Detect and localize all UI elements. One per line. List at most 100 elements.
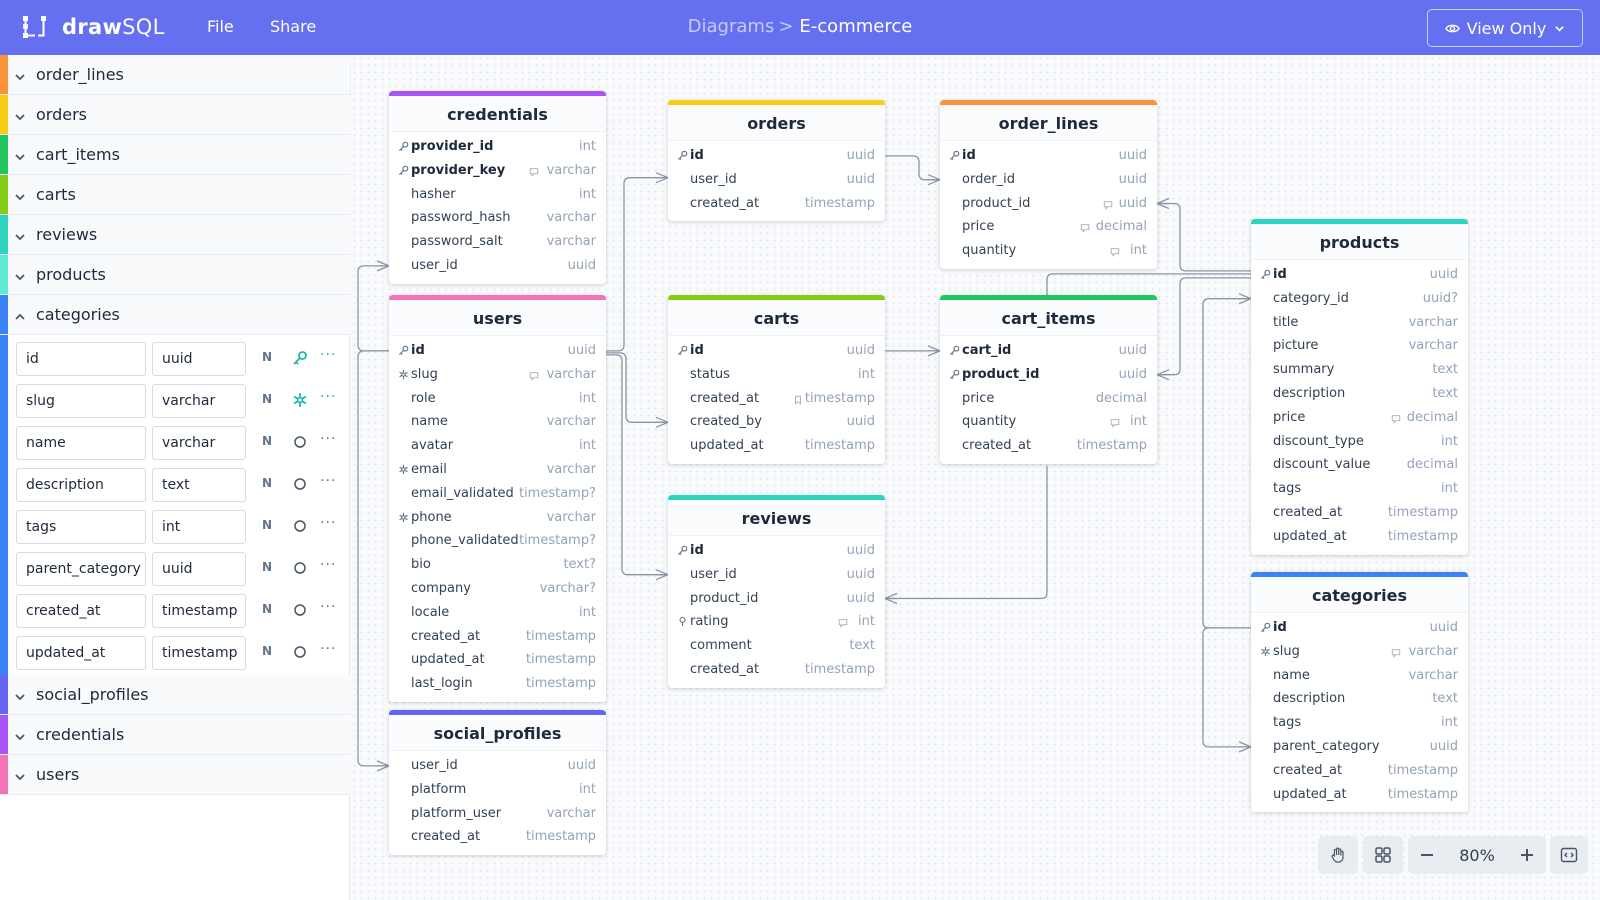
field-more-button[interactable]: ··· <box>320 557 337 573</box>
sidebar-table-social_profiles[interactable]: social_profiles <box>0 675 350 715</box>
nullable-toggle[interactable]: N <box>262 392 273 406</box>
key-icon[interactable] <box>292 350 308 366</box>
column-name: password_salt <box>411 234 503 250</box>
table-title: reviews <box>668 500 885 536</box>
pan-tool-button[interactable] <box>1318 836 1358 874</box>
sidebar-table-orders[interactable]: orders <box>0 95 350 135</box>
column-type: decimal <box>1095 219 1147 235</box>
nullable-toggle[interactable]: N <box>262 434 273 448</box>
field-more-button[interactable]: ··· <box>320 431 337 447</box>
unique-icon[interactable] <box>292 392 308 408</box>
relation-orders-orderlines <box>885 155 940 181</box>
field-type-input[interactable]: int <box>152 510 246 544</box>
sidebar-table-reviews[interactable]: reviews <box>0 215 350 255</box>
sidebar-table-cart_items[interactable]: cart_items <box>0 135 350 175</box>
column-type: timestamp? <box>518 485 596 501</box>
field-type-input[interactable]: text <box>152 468 246 502</box>
nullable-toggle[interactable]: N <box>262 476 273 490</box>
sidebar-table-products[interactable]: products <box>0 255 350 295</box>
view-only-dropdown[interactable]: View Only <box>1427 9 1583 47</box>
column-type: uuid <box>1429 620 1458 635</box>
zoom-in-button[interactable] <box>1508 836 1546 874</box>
chevron-down-icon <box>14 688 26 707</box>
sidebar-table-name: cart_items <box>36 145 120 164</box>
table-title: orders <box>668 105 885 141</box>
field-type-input[interactable]: timestamp <box>152 636 246 670</box>
zoom-controls: 80% <box>1408 836 1546 874</box>
nullable-toggle[interactable]: N <box>262 518 273 532</box>
sidebar-table-users[interactable]: users <box>0 755 350 795</box>
table-color-bar <box>1251 219 1468 224</box>
field-more-button[interactable]: ··· <box>320 473 337 489</box>
circle-icon[interactable] <box>292 434 308 450</box>
sidebar-table-categories[interactable]: categories <box>0 295 350 335</box>
nullable-toggle[interactable]: N <box>262 560 273 574</box>
nullable-toggle[interactable]: N <box>262 644 273 658</box>
circle-icon[interactable] <box>292 518 308 534</box>
field-name-input[interactable]: updated_at <box>16 636 146 670</box>
field-name-input[interactable]: created_at <box>16 594 146 628</box>
sidebar-table-name: products <box>36 265 106 284</box>
menu-file[interactable]: File <box>207 17 234 36</box>
field-name-input[interactable]: description <box>16 468 146 502</box>
sidebar-table-carts[interactable]: carts <box>0 175 350 215</box>
circle-icon[interactable] <box>292 560 308 576</box>
field-type-input[interactable]: uuid <box>152 552 246 586</box>
field-name-input[interactable]: slug <box>16 384 146 418</box>
field-name-input[interactable]: tags <box>16 510 146 544</box>
circle-icon[interactable] <box>292 476 308 492</box>
field-more-button[interactable]: ··· <box>320 515 337 531</box>
menu-share[interactable]: Share <box>270 17 317 36</box>
zoom-level[interactable]: 80% <box>1459 845 1495 865</box>
column-name: company <box>411 580 471 596</box>
sidebar-table-name: order_lines <box>36 65 124 84</box>
column-type: uuid <box>1429 738 1458 754</box>
arrange-button[interactable] <box>1363 836 1403 874</box>
field-type-input[interactable]: uuid <box>152 342 246 376</box>
zoom-out-button[interactable] <box>1408 836 1446 874</box>
sidebar-table-credentials[interactable]: credentials <box>0 715 350 755</box>
app-logo[interactable]: drawSQL <box>22 14 165 40</box>
field-more-button[interactable]: ··· <box>320 641 337 657</box>
field-name-input[interactable]: id <box>16 342 146 376</box>
field-name-input[interactable]: name <box>16 426 146 460</box>
embed-button[interactable] <box>1550 836 1588 874</box>
key-icon <box>1260 622 1271 633</box>
sidebar-table-name: credentials <box>36 725 125 744</box>
field-more-button[interactable]: ··· <box>320 389 337 405</box>
table-color-stripe <box>0 55 8 94</box>
column-type: varchar <box>546 234 596 250</box>
column-type: int <box>1130 243 1147 259</box>
field-more-button[interactable]: ··· <box>320 599 337 615</box>
nullable-toggle[interactable]: N <box>262 602 273 616</box>
nullable-toggle[interactable]: N <box>262 350 273 364</box>
sidebar-table-order_lines[interactable]: order_lines <box>0 55 350 95</box>
breadcrumb-diagrams[interactable]: Diagrams <box>687 16 775 37</box>
field-name-input[interactable]: parent_category <box>16 552 146 586</box>
field-type-input[interactable]: varchar <box>152 426 246 460</box>
circle-icon[interactable] <box>292 602 308 618</box>
logo-icon <box>22 14 48 40</box>
field-type-input[interactable]: varchar <box>152 384 246 418</box>
column-name: updated_at <box>411 652 485 668</box>
circle-icon[interactable] <box>292 644 308 660</box>
field-type-input[interactable]: timestamp <box>152 594 246 628</box>
field-more-button[interactable]: ··· <box>320 347 337 363</box>
